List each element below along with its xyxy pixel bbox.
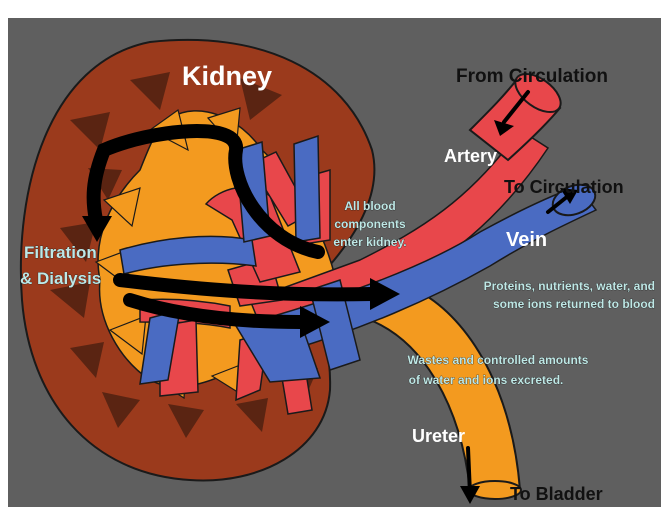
ureter-label: Ureter	[412, 426, 465, 446]
all-blood-note: All blood components enter kidney.	[333, 199, 406, 249]
svg-text:All blood: All blood	[344, 199, 395, 213]
svg-text:Wastes and controlled amounts: Wastes and controlled amounts	[408, 353, 589, 367]
svg-text:& Dialysis: & Dialysis	[20, 269, 101, 288]
to-circulation-label: To Circulation	[504, 177, 624, 197]
to-bladder-label: To Bladder	[510, 484, 603, 504]
kidney-label: Kidney	[182, 61, 272, 91]
from-circulation-label: From Circulation	[456, 66, 608, 87]
svg-text:components: components	[334, 217, 406, 231]
svg-text:Filtration: Filtration	[24, 243, 97, 262]
svg-text:Proteins, nutrients, water, an: Proteins, nutrients, water, and	[484, 279, 655, 293]
artery-label: Artery	[444, 146, 497, 166]
svg-text:enter kidney.: enter kidney.	[333, 235, 406, 249]
vein-label: Vein	[506, 229, 547, 251]
svg-text:some ions returned to blood: some ions returned to blood	[493, 297, 655, 311]
svg-text:of water and ions excreted.: of water and ions excreted.	[409, 373, 564, 387]
